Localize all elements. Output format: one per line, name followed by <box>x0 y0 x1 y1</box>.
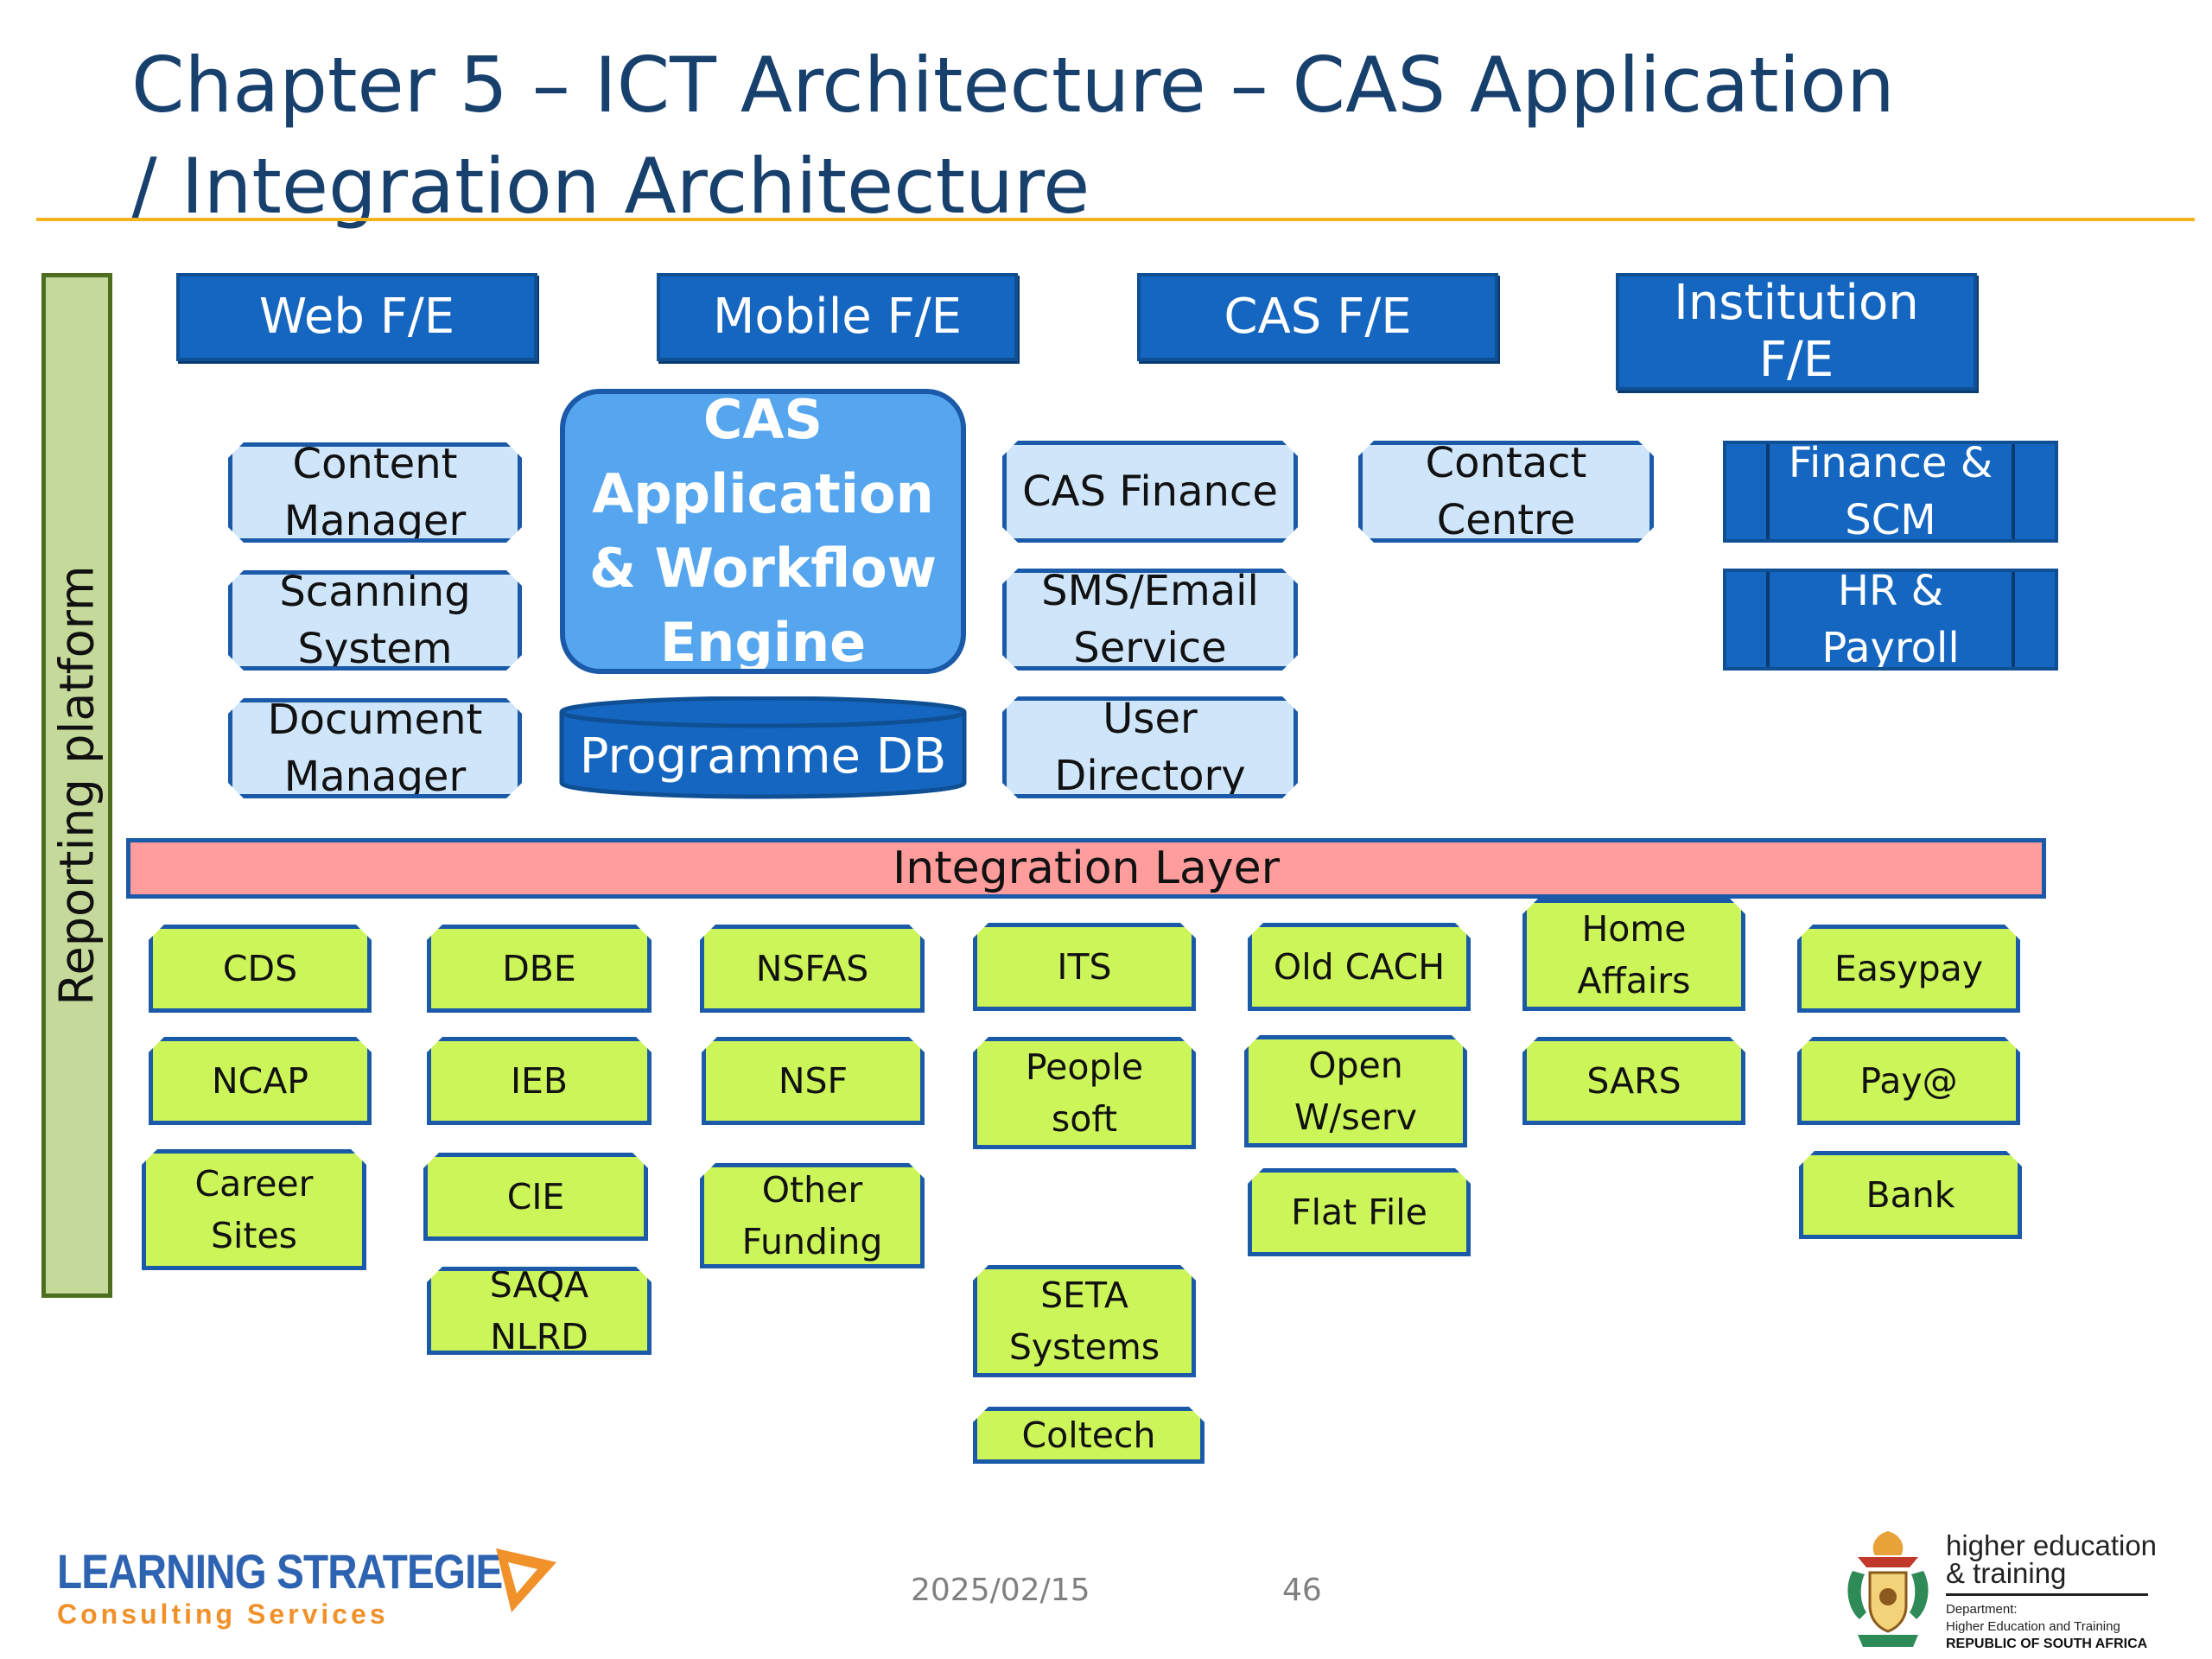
dhet-logo-country: REPUBLIC OF SOUTH AFRICA <box>1946 1637 2148 1651</box>
dhet-logo-department-name: Higher Education and Training <box>1946 1619 2120 1634</box>
external-system-home-affairs: Home Affairs <box>1522 899 1745 1011</box>
external-system-pay-at: Pay@ <box>1797 1037 2020 1125</box>
document-manager-box: Document Manager <box>228 698 522 798</box>
finance-scm-box: Finance & SCM <box>1723 441 2058 543</box>
coat-of-arms-icon <box>1847 1531 1929 1647</box>
reporting-platform-bar: Reporting platform <box>41 273 112 1298</box>
external-system-open-wserv: Open W/serv <box>1244 1035 1467 1147</box>
sms-email-service-box: SMS/Email Service <box>1002 569 1298 671</box>
finance-scm-label: Finance & SCM <box>1788 441 1993 543</box>
scanning-system-box: Scanning System <box>228 570 522 671</box>
integration-layer: Integration Layer <box>126 838 2046 899</box>
dhet-logo-line-1: higher education <box>1946 1529 2158 1561</box>
divider-left <box>1766 572 1770 667</box>
external-system-ieb: IEB <box>427 1037 652 1125</box>
hr-payroll-box: HR & Payroll <box>1723 569 2058 671</box>
divider-right <box>2012 572 2015 667</box>
reporting-platform-label: Reporting platform <box>49 565 105 1006</box>
footer-page-number: 46 <box>1282 1573 1322 1608</box>
divider-left <box>1766 444 1770 539</box>
dhet-logo-rule <box>1946 1593 2148 1596</box>
play-triangle-icon <box>496 1548 556 1612</box>
external-system-its: ITS <box>973 923 1196 1011</box>
hr-payroll-label: HR & Payroll <box>1821 569 1960 671</box>
slide-title: Chapter 5 – ICT Architecture – CAS Appli… <box>131 35 2119 237</box>
programme-db-label: Programme DB <box>579 728 947 785</box>
external-system-ncap: NCAP <box>149 1037 372 1125</box>
external-system-people-soft: People soft <box>973 1037 1196 1149</box>
footer-date: 2025/02/15 <box>911 1573 1090 1608</box>
learning-strategies-logo-subtitle: Consulting Services <box>57 1599 389 1630</box>
external-system-nsfas: NSFAS <box>700 925 925 1013</box>
front-end-web: Web F/E <box>176 273 537 361</box>
external-system-dbe: DBE <box>427 925 652 1013</box>
external-system-seta-systems: SETA Systems <box>973 1265 1196 1377</box>
external-system-flat-file: Flat File <box>1248 1168 1471 1256</box>
external-system-sars: SARS <box>1522 1037 1745 1125</box>
external-system-old-cach: Old CACH <box>1248 923 1471 1011</box>
external-system-cie: CIE <box>423 1153 648 1241</box>
dhet-logo: higher education & training Department: … <box>1840 1526 2203 1656</box>
external-system-career-sites: Career Sites <box>142 1149 366 1270</box>
external-system-nsf: NSF <box>702 1037 925 1125</box>
external-system-bank: Bank <box>1799 1151 2022 1239</box>
learning-strategies-logo: LEARNING STRATEGIES Consulting Services <box>52 1543 570 1638</box>
external-system-other-funding: Other Funding <box>700 1163 925 1268</box>
front-end-institution: Institution F/E <box>1616 273 1977 391</box>
front-end-mobile: Mobile F/E <box>657 273 1018 361</box>
title-underline <box>36 218 2195 221</box>
slide-title-line-1: Chapter 5 – ICT Architecture – CAS Appli… <box>131 41 1895 130</box>
cas-finance-box: CAS Finance <box>1002 441 1298 543</box>
front-end-cas: CAS F/E <box>1137 273 1498 361</box>
external-system-easypay: Easypay <box>1797 925 2020 1013</box>
dhet-logo-department: Department: <box>1946 1602 2018 1617</box>
external-system-saqa-nlrd: SAQA NLRD <box>427 1267 652 1355</box>
database-cylinder-icon <box>559 696 967 799</box>
learning-strategies-logo-name: LEARNING STRATEGIES <box>57 1544 530 1599</box>
cas-workflow-engine: CAS Application & Workflow Engine <box>560 389 966 674</box>
content-manager-box: Content Manager <box>228 442 522 543</box>
external-system-cds: CDS <box>149 925 372 1013</box>
dhet-logo-line-2: & training <box>1946 1557 2067 1589</box>
user-directory-box: User Directory <box>1002 696 1298 798</box>
divider-right <box>2012 444 2015 539</box>
programme-db: Programme DB <box>558 696 968 800</box>
slide-title-line-2: / Integration Architecture <box>131 142 1090 231</box>
external-system-coltech: Coltech <box>973 1407 1205 1464</box>
contact-centre-box: Contact Centre <box>1358 441 1654 543</box>
